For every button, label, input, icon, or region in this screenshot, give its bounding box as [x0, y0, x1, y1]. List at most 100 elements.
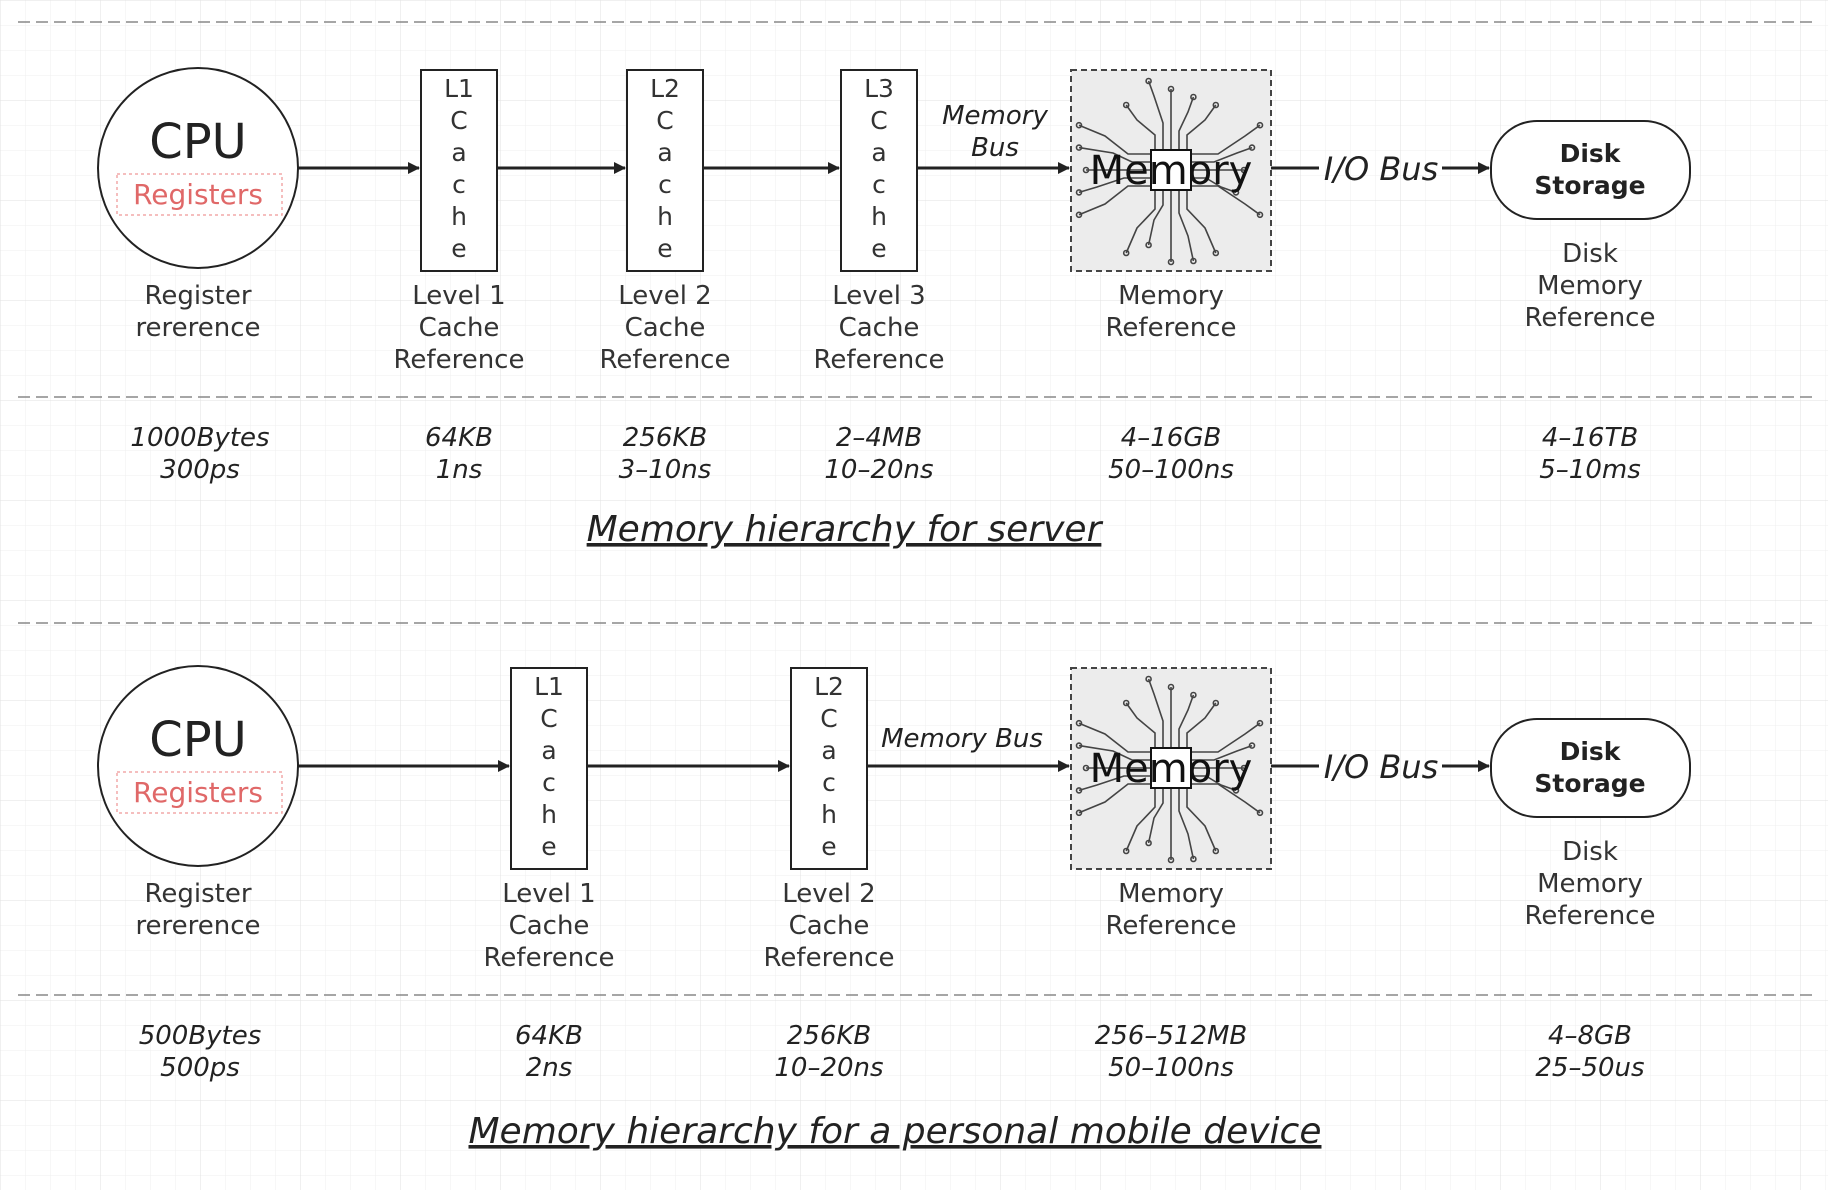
circuit-node [1122, 847, 1130, 855]
circuit-node [1075, 787, 1083, 794]
cache-text-line: h [657, 202, 673, 231]
circuit-node [1248, 144, 1256, 151]
disk-caption-line: Disk [1562, 837, 1618, 867]
disk-caption-line: Memory [1537, 869, 1643, 899]
cache-text-line: C [870, 106, 887, 135]
disk-caption-line: Reference [1525, 901, 1656, 931]
cache-text-line: L2 [650, 74, 680, 103]
circuit-trace [1191, 124, 1261, 155]
cpu-caption-line-2: rererence [135, 911, 260, 941]
server-caption: Memory hierarchy for server [587, 509, 1104, 550]
metric-size: 4–8GB [1548, 1021, 1632, 1051]
l2-caption-line: Reference [764, 943, 895, 973]
l2-cache-box [626, 69, 704, 272]
circuit-node [1075, 742, 1083, 749]
circuit-trace [1191, 744, 1253, 761]
cpu-node: CPU Registers Register rererence [97, 665, 299, 941]
circuit-trace [1125, 702, 1156, 748]
metric-latency: 50–100ns [1108, 455, 1234, 485]
cache-text-line: e [451, 234, 466, 263]
metric-latency: 25–50us [1535, 1053, 1644, 1083]
cpu-title: CPU [149, 712, 247, 768]
cache-text-line: a [821, 736, 836, 765]
circuit-node [1248, 742, 1256, 749]
circuit-node [1256, 809, 1264, 817]
io-bus-label: I/O Bus [1324, 748, 1438, 786]
registers-box [116, 771, 283, 814]
registers-label: Registers [133, 776, 263, 809]
circuit-trace [1147, 788, 1164, 844]
circuit-trace [1191, 146, 1253, 163]
l3-cache-node: L3 C a c h e Level 3 Cache Reference [814, 69, 945, 375]
circuit-node [1232, 189, 1240, 196]
disk-node: Disk Storage Disk Memory Reference [1490, 718, 1691, 931]
l1-caption-line: Cache [419, 313, 500, 343]
cache-text-line: a [871, 138, 886, 167]
circuit-trace [1125, 190, 1156, 254]
cache-text-line: C [540, 704, 557, 733]
disk-box-line: Disk [1560, 139, 1622, 168]
circuit-node [1145, 241, 1152, 249]
circuit-node [1075, 211, 1083, 219]
cache-text-line: e [541, 832, 556, 861]
l3-caption-line: Reference [814, 345, 945, 375]
cache-text-line: C [450, 106, 467, 135]
l2-caption-line: Reference [600, 345, 731, 375]
circuit-node [1145, 839, 1152, 847]
disk-caption-line: Reference [1525, 303, 1656, 333]
circuit-trace [1191, 775, 1237, 792]
metric-size: 64KB [425, 423, 493, 453]
circuit-node [1212, 847, 1220, 855]
server-diagram: CPU Registers Register rererence L1 C a … [18, 21, 1812, 550]
l2-caption-line: Cache [625, 313, 706, 343]
cache-text-line: c [542, 768, 556, 797]
disk-box-line: Disk [1560, 737, 1622, 766]
l2-caption-line: Cache [789, 911, 870, 941]
l3-cache-box [840, 69, 918, 272]
circuit-trace [1078, 775, 1151, 792]
circuit-trace [1191, 177, 1237, 194]
memory-caption-line: Reference [1106, 911, 1237, 941]
memory-bus-label-line-2: Bus [971, 133, 1019, 163]
circuit-trace [1178, 96, 1195, 150]
circuit-trace [1191, 722, 1261, 753]
cache-text-line: L1 [534, 672, 564, 701]
circuit-trace [1147, 80, 1164, 150]
circuit-trace [1186, 104, 1217, 150]
l1-cache-node: L1 C a c h e Level 1 Cache Reference [394, 69, 524, 375]
memory-caption-line: Memory [1118, 281, 1224, 311]
cache-text-line: L3 [864, 74, 894, 103]
cpu-caption-line-2: rererence [135, 313, 260, 343]
circuit-node [1212, 699, 1220, 707]
circuit-node [1167, 258, 1175, 266]
metric-latency: 2ns [526, 1053, 573, 1083]
l2-cache-box [790, 667, 868, 870]
circuit-node [1190, 855, 1197, 863]
metric-latency: 50–100ns [1108, 1053, 1234, 1083]
metric-size: 256KB [787, 1021, 872, 1051]
circuit-trace [1078, 783, 1151, 814]
circuit-trace [1186, 702, 1217, 748]
l2-caption-line: Level 2 [618, 281, 711, 311]
circuit-node [1212, 249, 1220, 257]
metric-size: 1000Bytes [130, 423, 269, 453]
circuit-node [1190, 257, 1197, 265]
metric-latency: 5–10ms [1539, 455, 1641, 485]
l1-cache-node: L1 C a c h e Level 1 Cache Reference [484, 667, 614, 973]
disk-node: Disk Storage Disk Memory Reference [1490, 120, 1691, 333]
circuit-trace [1147, 190, 1164, 246]
l1-cache-box [420, 69, 498, 272]
l1-caption-line: Level 1 [502, 879, 595, 909]
metric-latency: 10–20ns [824, 455, 933, 485]
cache-text-line: h [871, 202, 887, 231]
circuit-node [1167, 683, 1175, 691]
io-bus-label: I/O Bus [1324, 150, 1438, 188]
circuit-node [1190, 93, 1197, 101]
circuit-trace [1078, 744, 1151, 761]
circuit-node [1256, 719, 1264, 727]
disk-box-line: Storage [1534, 769, 1645, 798]
l1-caption-line: Cache [509, 911, 590, 941]
circuit-trace [1186, 788, 1217, 852]
cpu-title: CPU [149, 114, 247, 170]
circuit-node [1232, 787, 1240, 794]
